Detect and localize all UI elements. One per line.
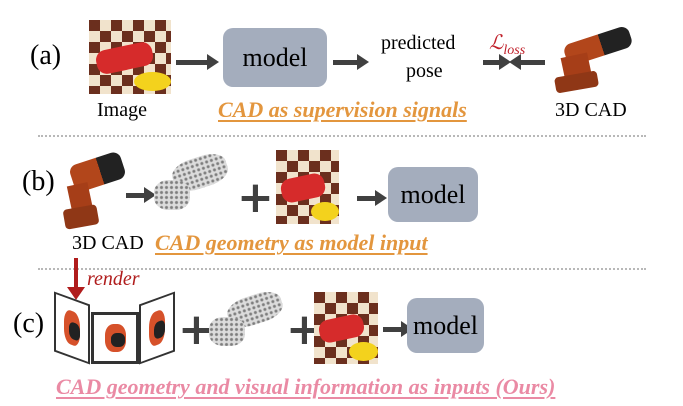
render-view-right xyxy=(139,291,175,365)
render-label: render xyxy=(87,268,140,290)
divider-1 xyxy=(38,135,646,137)
cad-label-b: 3D CAD xyxy=(72,232,144,254)
image-label: Image xyxy=(97,99,147,121)
model-box-a: model xyxy=(223,28,327,87)
caption-b: CAD geometry as model input xyxy=(155,230,428,255)
panel-c-label: (c) xyxy=(13,308,45,339)
drill-cad-icon xyxy=(60,150,130,232)
point-cloud-icon xyxy=(205,287,287,357)
arrow-converge-right-icon xyxy=(509,54,545,70)
panel-b-label: (b) xyxy=(22,166,55,197)
caption-c: CAD geometry and visual information as i… xyxy=(56,374,556,399)
arrow-right-icon xyxy=(333,54,369,70)
arrow-right-icon xyxy=(357,190,387,206)
multi-view-render-icon xyxy=(54,291,175,367)
arrow-right-icon xyxy=(176,54,219,70)
drill-cad-icon xyxy=(550,24,640,93)
plus-icon: + xyxy=(237,172,274,223)
arrow-right-icon xyxy=(126,187,156,203)
arrow-right-icon xyxy=(383,321,413,337)
render-view-left xyxy=(54,291,90,365)
panel-a-label: (a) xyxy=(30,40,62,71)
cad-label-a: 3D CAD xyxy=(555,99,627,121)
predicted-pose-line1: predicted xyxy=(381,32,456,54)
render-arrow-icon xyxy=(67,258,85,300)
model-box-b: model xyxy=(388,167,478,222)
scene-image-icon xyxy=(89,20,171,94)
model-box-c: model xyxy=(407,298,484,353)
scene-image-icon xyxy=(276,150,339,224)
caption-a: CAD as supervision signals xyxy=(218,97,467,122)
arrow-converge-left-icon xyxy=(483,54,511,70)
loss-symbol: ℒ xyxy=(489,32,504,54)
point-cloud-icon xyxy=(150,149,232,222)
predicted-pose-line2: pose xyxy=(406,60,443,82)
divider-2 xyxy=(38,268,646,270)
scene-image-icon xyxy=(314,292,378,364)
plus-icon: + xyxy=(178,304,215,355)
render-view-center xyxy=(91,312,139,364)
